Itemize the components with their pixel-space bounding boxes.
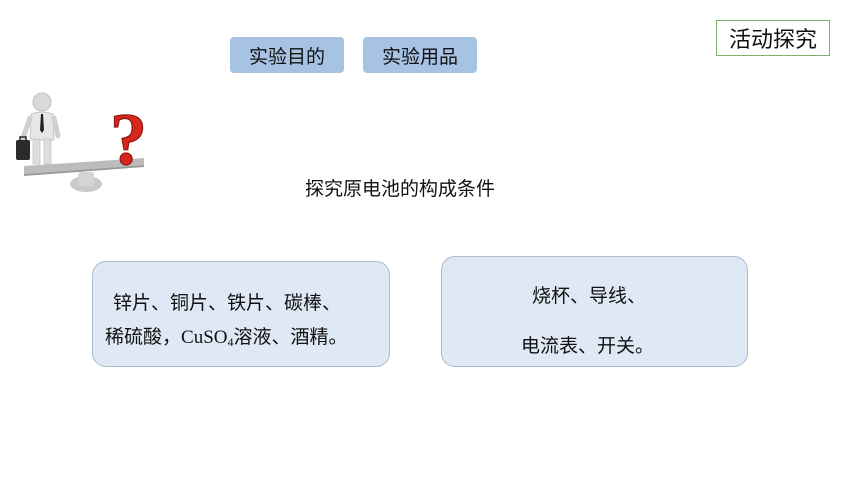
tab-experiment-purpose-label: 实验目的 (248, 45, 325, 68)
formula-base: CuSO (181, 327, 228, 348)
chemical-formula: CuSO4 (181, 327, 234, 349)
activity-badge: 活动探究 (716, 20, 830, 56)
equipment-card: 烧杯、导线、 电流表、开关。 (441, 256, 748, 367)
reagents-line-1: 锌片、铜片、铁片、碳棒、 (113, 292, 342, 314)
page-heading: 探究原电池的构成条件 (305, 178, 496, 200)
tab-experiment-materials[interactable]: 实验用品 (363, 37, 477, 73)
activity-badge-label: 活动探究 (728, 28, 817, 53)
formula-subscript: 4 (227, 335, 234, 349)
equipment-line-2: 电流表、开关。 (521, 335, 655, 357)
equipment-line-1: 烧杯、导线、 (532, 285, 647, 307)
reagents-line-2: 稀硫酸，CuSO4溶液、酒精。 (105, 322, 348, 350)
person-balance-question-icon: ? (16, 92, 148, 192)
reagents-line-2-prefix: 稀硫酸， (105, 326, 182, 348)
reagents-line-2-suffix: 溶液、酒精。 (233, 326, 348, 348)
tab-experiment-materials-label: 实验用品 (381, 45, 458, 68)
svg-text:?: ? (110, 99, 147, 181)
reagents-card: 锌片、铜片、铁片、碳棒、 稀硫酸，CuSO4溶液、酒精。 (92, 261, 390, 367)
tab-experiment-purpose[interactable]: 实验目的 (230, 37, 344, 73)
